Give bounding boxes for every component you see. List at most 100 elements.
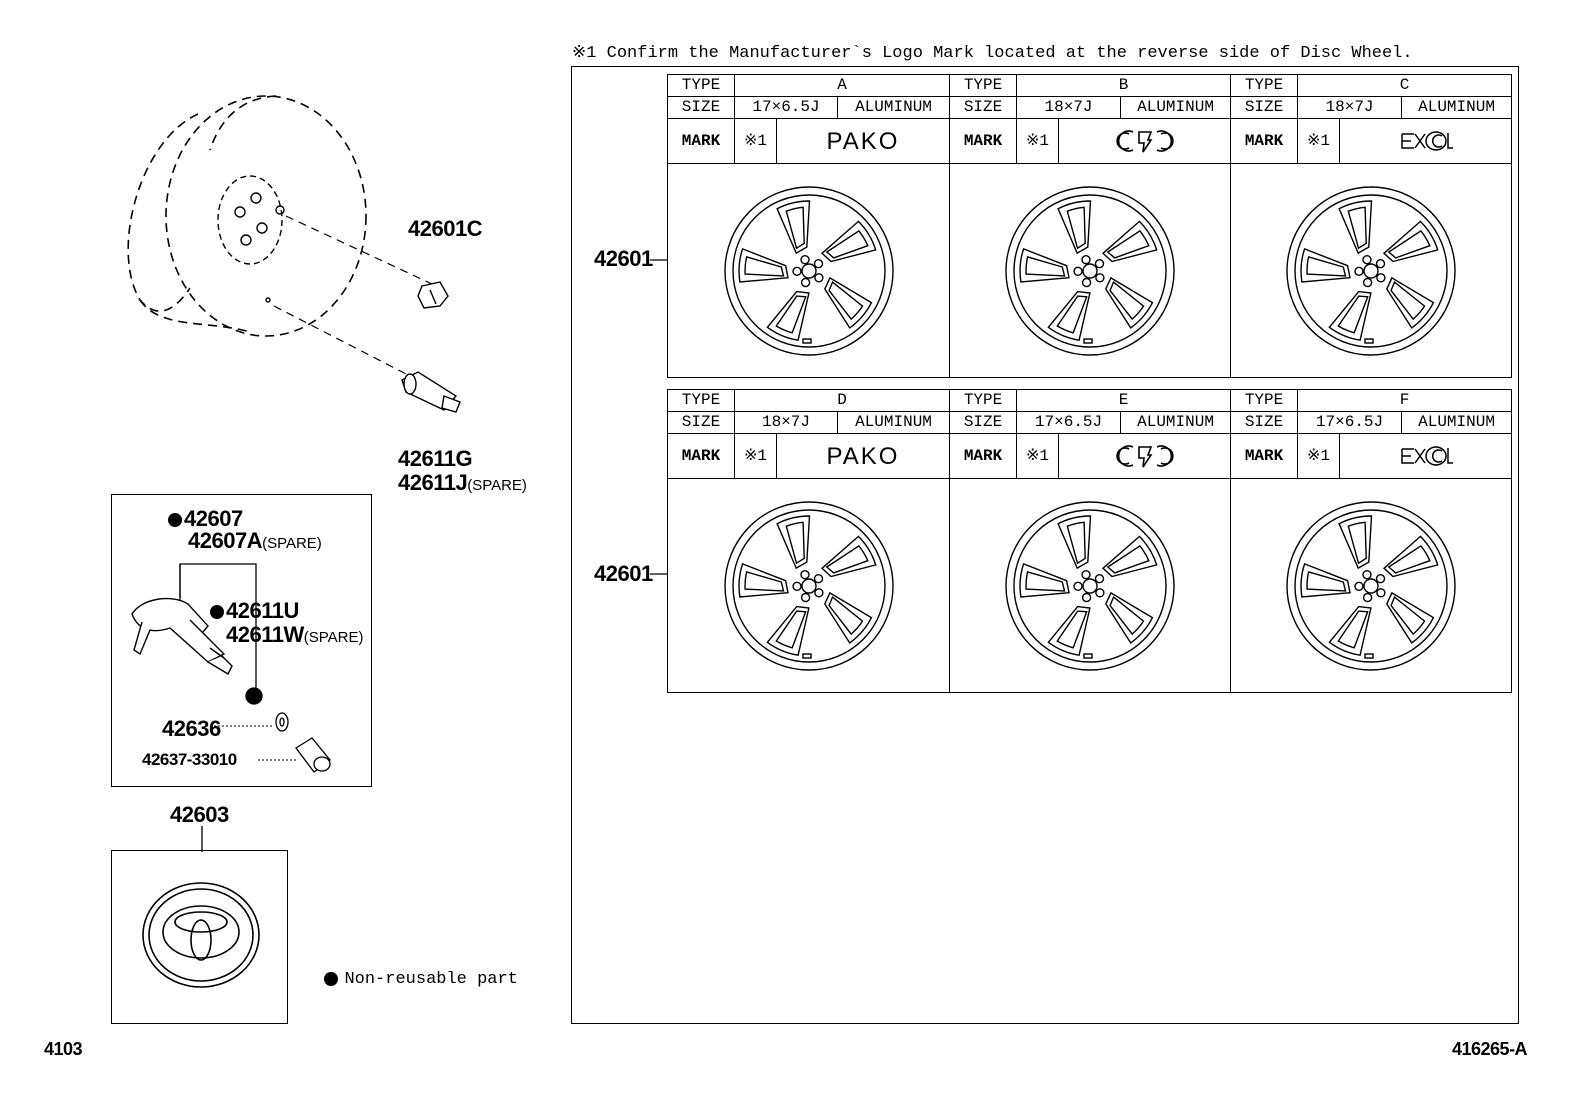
part-42611j-label: 42611J(SPARE): [398, 472, 527, 494]
size-header: SIZE: [667, 411, 735, 434]
type-header: TYPE: [949, 389, 1018, 412]
center-cap-leader: [201, 826, 203, 852]
wheel-size-d: 18×7J: [734, 411, 838, 434]
mark-row: MARK ※1 PAKO MARK ※1 MARK ※1: [667, 433, 1513, 479]
size-row: SIZE 18×7J ALUMINUM SIZE 17×6.5J ALUMINU…: [667, 411, 1513, 434]
size-header: SIZE: [1230, 96, 1299, 119]
wheel-f-icon: [1283, 500, 1459, 671]
part-42611j-number: 42611J: [398, 470, 468, 495]
wheel-table-lower: TYPE D TYPE E TYPE F SIZE 18×7J ALUMINUM…: [666, 389, 1513, 693]
mark-ref: ※1: [1297, 118, 1341, 164]
type-header: TYPE: [1230, 74, 1299, 97]
wheel-image-e: [949, 478, 1232, 693]
part-42636-label: 42636: [162, 716, 221, 741]
part-42611w-number: 42611W: [226, 622, 304, 647]
wheel-size-a: 17×6.5J: [734, 96, 838, 119]
wheel-material-a: ALUMINUM: [836, 96, 951, 119]
excel-logo-icon: [1398, 131, 1454, 151]
part-42611u-label: 42611U: [210, 600, 299, 622]
size-header: SIZE: [949, 411, 1018, 434]
bridgestone-style-logo-icon: [1115, 130, 1175, 153]
mark-header: MARK: [1230, 433, 1299, 479]
part-42607a-number: 42607A: [188, 528, 263, 553]
part-42611w-label: 42611W(SPARE): [226, 624, 363, 646]
wheel-c-icon: [1283, 185, 1459, 356]
wheel-mark-c: [1339, 118, 1513, 164]
wheel-size-e: 17×6.5J: [1016, 411, 1122, 434]
part-42607-number: 42607: [184, 506, 243, 531]
mark-ref: ※1: [1016, 433, 1060, 479]
mark-header: MARK: [949, 118, 1018, 164]
wheel-type-b: B: [1016, 74, 1232, 97]
part-42601-lower-label: 42601: [594, 561, 653, 586]
non-reusable-dot-icon: [168, 513, 182, 528]
tpms-sensor-drawing: [131, 563, 331, 773]
part-42611g-label: 42611G: [398, 446, 473, 471]
tpms-sensor-icon: [131, 597, 233, 675]
part-42611u-number: 42611U: [226, 598, 299, 623]
wheel-d-icon: [721, 500, 897, 671]
wheel-e-icon: [1002, 500, 1178, 671]
wheel-image-d: [666, 478, 951, 693]
valve-icon: [401, 371, 461, 413]
image-row: [666, 163, 1513, 378]
wheel-mark-b: [1058, 118, 1232, 164]
center-cap-box: [111, 850, 288, 1024]
wheel-mark-f: [1339, 433, 1513, 479]
part-42607a-label: 42607A(SPARE): [188, 530, 322, 552]
wheel-material-f: ALUMINUM: [1401, 411, 1513, 434]
wheel-exploded-view: [127, 95, 461, 413]
excel-logo-icon: [1398, 446, 1454, 466]
legend-text: Non-reusable part: [344, 970, 518, 989]
wheel-nut-icon: [417, 281, 449, 309]
size-header: SIZE: [667, 96, 735, 119]
part-42601-upper-label: 42601: [594, 246, 653, 271]
wheel-type-a: A: [733, 74, 951, 97]
mark-header: MARK: [667, 433, 735, 479]
type-header: TYPE: [667, 74, 735, 97]
wheel-size-c: 18×7J: [1297, 96, 1403, 119]
size-row: SIZE 17×6.5J ALUMINUM SIZE 18×7J ALUMINU…: [667, 96, 1513, 119]
type-header: TYPE: [1230, 389, 1299, 412]
mark-ref: ※1: [1016, 118, 1060, 164]
wheel-type-f: F: [1297, 389, 1513, 412]
mark-row: MARK ※1 PAKO MARK ※1 MARK ※1: [667, 118, 1513, 164]
wheel-material-c: ALUMINUM: [1401, 96, 1513, 119]
part-42607-label: 42607: [168, 508, 243, 530]
type-header: TYPE: [667, 389, 735, 412]
wheel-types-frame: [571, 66, 1519, 1024]
part-42607a-note: (SPARE): [262, 535, 322, 552]
wheel-b-icon: [1002, 185, 1178, 356]
footer-left-code: 4103: [44, 1039, 83, 1059]
mark-header: MARK: [949, 433, 1018, 479]
part-42601c-label: 42601C: [408, 216, 483, 241]
part-42611j-note: (SPARE): [467, 477, 527, 494]
mark-header: MARK: [667, 118, 735, 164]
wheel-type-d: D: [733, 389, 951, 412]
type-row: TYPE D TYPE E TYPE F: [667, 389, 1513, 412]
mark-ref: ※1: [1297, 433, 1341, 479]
part-42603-label: 42603: [170, 802, 229, 827]
grommet-icon: [245, 687, 263, 705]
logo-mark-note: ※1 Confirm the Manufacturer`s Logo Mark …: [572, 44, 1413, 63]
wheel-type-e: E: [1016, 389, 1232, 412]
wheel-mark-e: [1058, 433, 1232, 479]
size-header: SIZE: [949, 96, 1018, 119]
wheel-material-e: ALUMINUM: [1120, 411, 1232, 434]
bridgestone-style-logo-icon: [1115, 445, 1175, 468]
wheel-mark-d: PAKO: [775, 433, 951, 479]
wheel-material-d: ALUMINUM: [836, 411, 951, 434]
wheel-type-c: C: [1297, 74, 1513, 97]
footer-right-code: 416265-A: [1452, 1039, 1528, 1059]
wheel-material-b: ALUMINUM: [1120, 96, 1232, 119]
non-reusable-legend: Non-reusable part: [324, 970, 518, 989]
mark-header: MARK: [1230, 118, 1299, 164]
wheel-size-b: 18×7J: [1016, 96, 1122, 119]
wheel-image-a: [666, 163, 951, 378]
image-row: [666, 478, 1513, 693]
part-42637-label: 42637-33010: [142, 750, 237, 769]
wheel-mark-a: PAKO: [775, 118, 951, 164]
mark-ref: ※1: [734, 433, 777, 479]
valve-cap-icon: [295, 737, 331, 773]
tpms-sensor-box: [111, 494, 372, 787]
